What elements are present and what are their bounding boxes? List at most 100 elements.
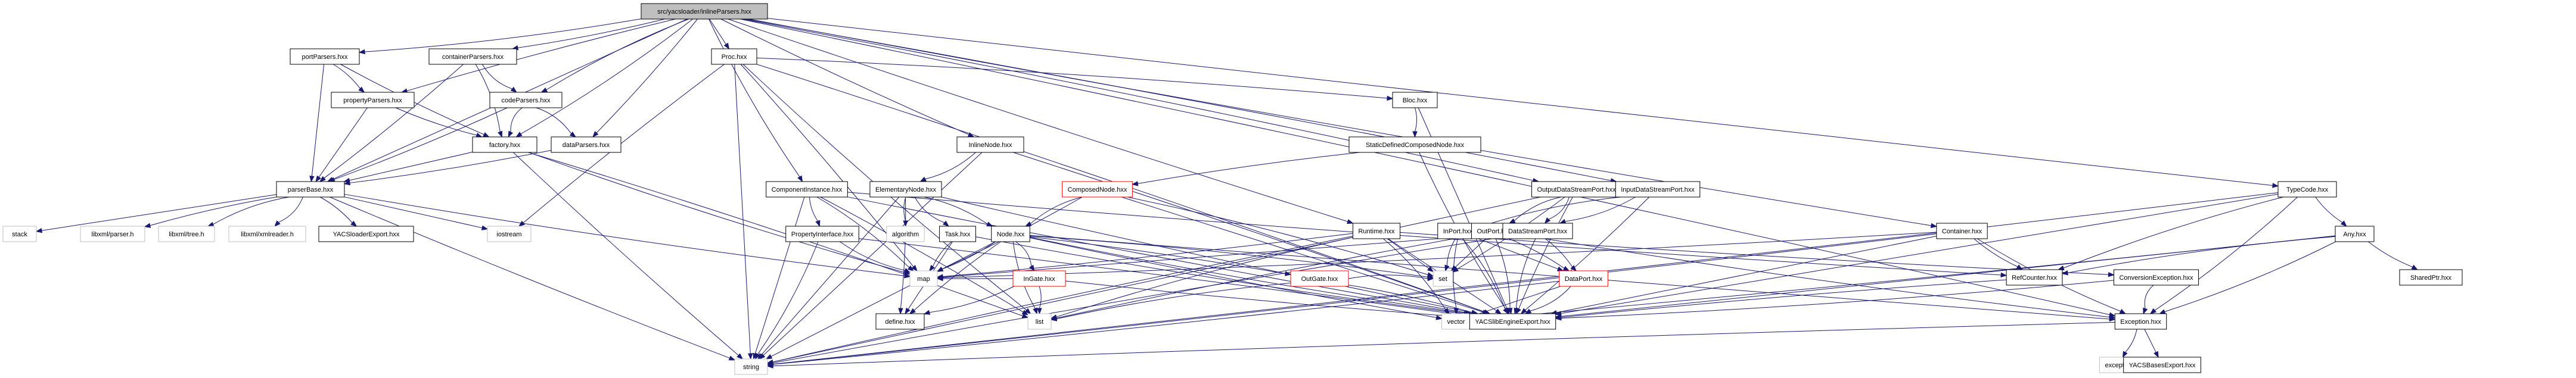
node-Task[interactable]: Task.hxx (939, 226, 976, 242)
edge-TypeCode-to-Any (2315, 196, 2343, 223)
node-box (1469, 313, 1556, 330)
node-label: Any.hxx (2343, 231, 2366, 238)
node-box (2335, 226, 2375, 242)
edge-InputDataStreamPort-to-DataStreamPort (1565, 196, 1636, 222)
node-YACSloaderExport[interactable]: YACSloaderExport.hxx (318, 226, 414, 242)
edge-InlineNode-to-string (763, 152, 983, 356)
node-InGate[interactable]: InGate.hxx (1012, 270, 1066, 287)
node-label: libxml/parser.h (92, 231, 134, 238)
edge-OutputDataStreamPort-to-string (772, 196, 1541, 363)
node-box (1531, 181, 1622, 198)
node-RefCounter[interactable]: RefCounter.hxx (2006, 269, 2063, 286)
node-box (80, 226, 145, 242)
edge-OutPort-to-Exception (1517, 233, 2110, 318)
edge-StaticDefinedComposedNode-to-ComposedNode (1138, 152, 1360, 184)
node-DataStreamPort[interactable]: DataStreamPort.hxx (1502, 223, 1573, 239)
arrowhead-ElementaryNode-to-define (898, 308, 903, 315)
node-StaticDefinedComposedNode[interactable]: StaticDefinedComposedNode.hxx (1348, 136, 1481, 153)
edge-Container-to-map (942, 232, 1937, 279)
arrowhead-portParsers-to-factory (483, 132, 490, 138)
node-label: DataStreamPort.hxx (1508, 228, 1568, 235)
node-label: TypeCode.hxx (2286, 186, 2329, 193)
node-box (1615, 181, 1701, 198)
edge-Proc-to-iostream (523, 64, 725, 223)
node-label: YACSloaderExport.hxx (333, 231, 400, 238)
arrowhead-InPort-to-YACSlibEngineExport (1503, 307, 1509, 315)
node-ElementaryNode[interactable]: ElementaryNode.hxx (869, 181, 942, 198)
edge-Container-to-RefCounter (1974, 238, 2018, 267)
node-label: YACSBasesExport.hxx (2129, 362, 2196, 369)
node-ConversionException[interactable]: ConversionException.hxx (2113, 269, 2199, 286)
node-box (472, 136, 537, 153)
node-parserBase[interactable]: parserBase.hxx (276, 181, 345, 198)
node-box (2123, 357, 2201, 373)
node-box (2277, 181, 2337, 198)
edge-root-to-factory (520, 18, 693, 135)
node-label: Container.hxx (1942, 228, 1983, 235)
node-set: set (1433, 270, 1453, 287)
edge-ComponentInstance-to-YACSlibEngineExport (847, 196, 1466, 313)
node-label: InlineNode.hxx (969, 142, 1012, 149)
node-OutGate[interactable]: OutGate.hxx (1290, 270, 1349, 287)
node-box (869, 181, 942, 198)
edge-DataStreamPort-to-string (772, 236, 1503, 364)
arrowhead-Any-to-Exception (2158, 309, 2166, 314)
node-dataParsers[interactable]: dataParsers.hxx (551, 136, 622, 153)
node-PropertyInterface[interactable]: PropertyInterface.hxx (785, 226, 859, 242)
node-label: libxml/tree.h (169, 231, 204, 238)
node-label: SharedPtr.hxx (2410, 274, 2452, 282)
edge-ConversionException-to-YACSlibEngineExport (1561, 280, 2114, 318)
node-ComposedNode[interactable]: ComposedNode.hxx (1062, 181, 1133, 198)
edge-InputDataStreamPort-to-InPort (1483, 196, 1621, 226)
edge-OutputDataStreamPort-to-YACSlibEngineExport (1518, 196, 1573, 310)
node-Proc[interactable]: Proc.hxx (711, 48, 757, 65)
node-codeParsers[interactable]: codeParsers.hxx (489, 92, 563, 108)
edge-InlineNode-to-ElementaryNode (925, 152, 976, 180)
arrowhead-DataStreamPort-to-YACSlibEngineExport (1514, 307, 1519, 315)
arrowhead-parserBase-to-string (728, 355, 736, 361)
node-root[interactable]: src/yacsloader/inlineParsers.hxx (641, 3, 768, 20)
edge-parserBase-to-iostream (344, 196, 483, 229)
edge-Runtime-to-list (1056, 237, 1353, 317)
node-label: OutputDataStreamPort.hxx (1537, 186, 1616, 193)
node-YACSlibEngineExport[interactable]: YACSlibEngineExport.hxx (1469, 313, 1556, 330)
node-Exception[interactable]: Exception.hxx (2114, 313, 2167, 330)
node-label: algorithm (892, 231, 919, 238)
node-OutputDataStreamPort[interactable]: OutputDataStreamPort.hxx (1531, 181, 1622, 198)
node-label: Proc.hxx (722, 54, 747, 61)
edge-Node-to-vector (1030, 237, 1437, 318)
node-YACSBasesExport[interactable]: YACSBasesExport.hxx (2123, 357, 2201, 373)
edge-ComposedNode-to-set (1127, 196, 1428, 275)
arrowhead-parserBase-to-stack (35, 228, 43, 233)
edge-InGate-to-define (929, 286, 1015, 313)
edge-DataPort-to-vector (1475, 286, 1561, 315)
arrowhead-TypeCode-to-Any (2340, 220, 2347, 227)
node-factory[interactable]: factory.hxx (472, 136, 537, 153)
node-propertyParsers[interactable]: propertyParsers.hxx (331, 92, 415, 108)
node-box (641, 3, 768, 20)
arrowhead-Exception-to-exception (2122, 351, 2128, 358)
node-box (711, 48, 757, 65)
edge-root-to-InlineNode (720, 18, 970, 135)
node-containerParsers[interactable]: containerParsers.hxx (428, 48, 517, 65)
node-Bloc[interactable]: Bloc.hxx (1392, 92, 1438, 108)
node-Node[interactable]: Node.hxx (991, 226, 1030, 242)
node-InlineNode[interactable]: InlineNode.hxx (956, 136, 1024, 153)
node-portParsers[interactable]: portParsers.hxx (290, 48, 360, 65)
node-Runtime[interactable]: Runtime.hxx (1352, 223, 1401, 239)
edge-OutPort-to-YACSlibEngineExport (1495, 238, 1511, 309)
node-Container[interactable]: Container.hxx (1936, 223, 1988, 239)
arrowhead-OutPort-to-YACSlibEngineExport (1507, 307, 1513, 315)
node-InputDataStreamPort[interactable]: InputDataStreamPort.hxx (1615, 181, 1701, 198)
arrowhead-ComponentInstance-to-list (1021, 310, 1029, 315)
node-SharedPtr[interactable]: SharedPtr.hxx (2399, 269, 2463, 286)
node-Any[interactable]: Any.hxx (2335, 226, 2375, 242)
edge-root-to-InputDataStreamPort (745, 18, 1611, 181)
node-ComponentInstance[interactable]: ComponentInstance.hxx (766, 181, 848, 198)
node-DataPort[interactable]: DataPort.hxx (1559, 270, 1608, 287)
edge-Runtime-to-map (942, 233, 1353, 277)
node-TypeCode[interactable]: TypeCode.hxx (2277, 181, 2337, 198)
edge-parserBase-to-libxml_parser (150, 196, 277, 226)
node-define[interactable]: define.hxx (875, 313, 925, 330)
node-box (158, 226, 215, 242)
